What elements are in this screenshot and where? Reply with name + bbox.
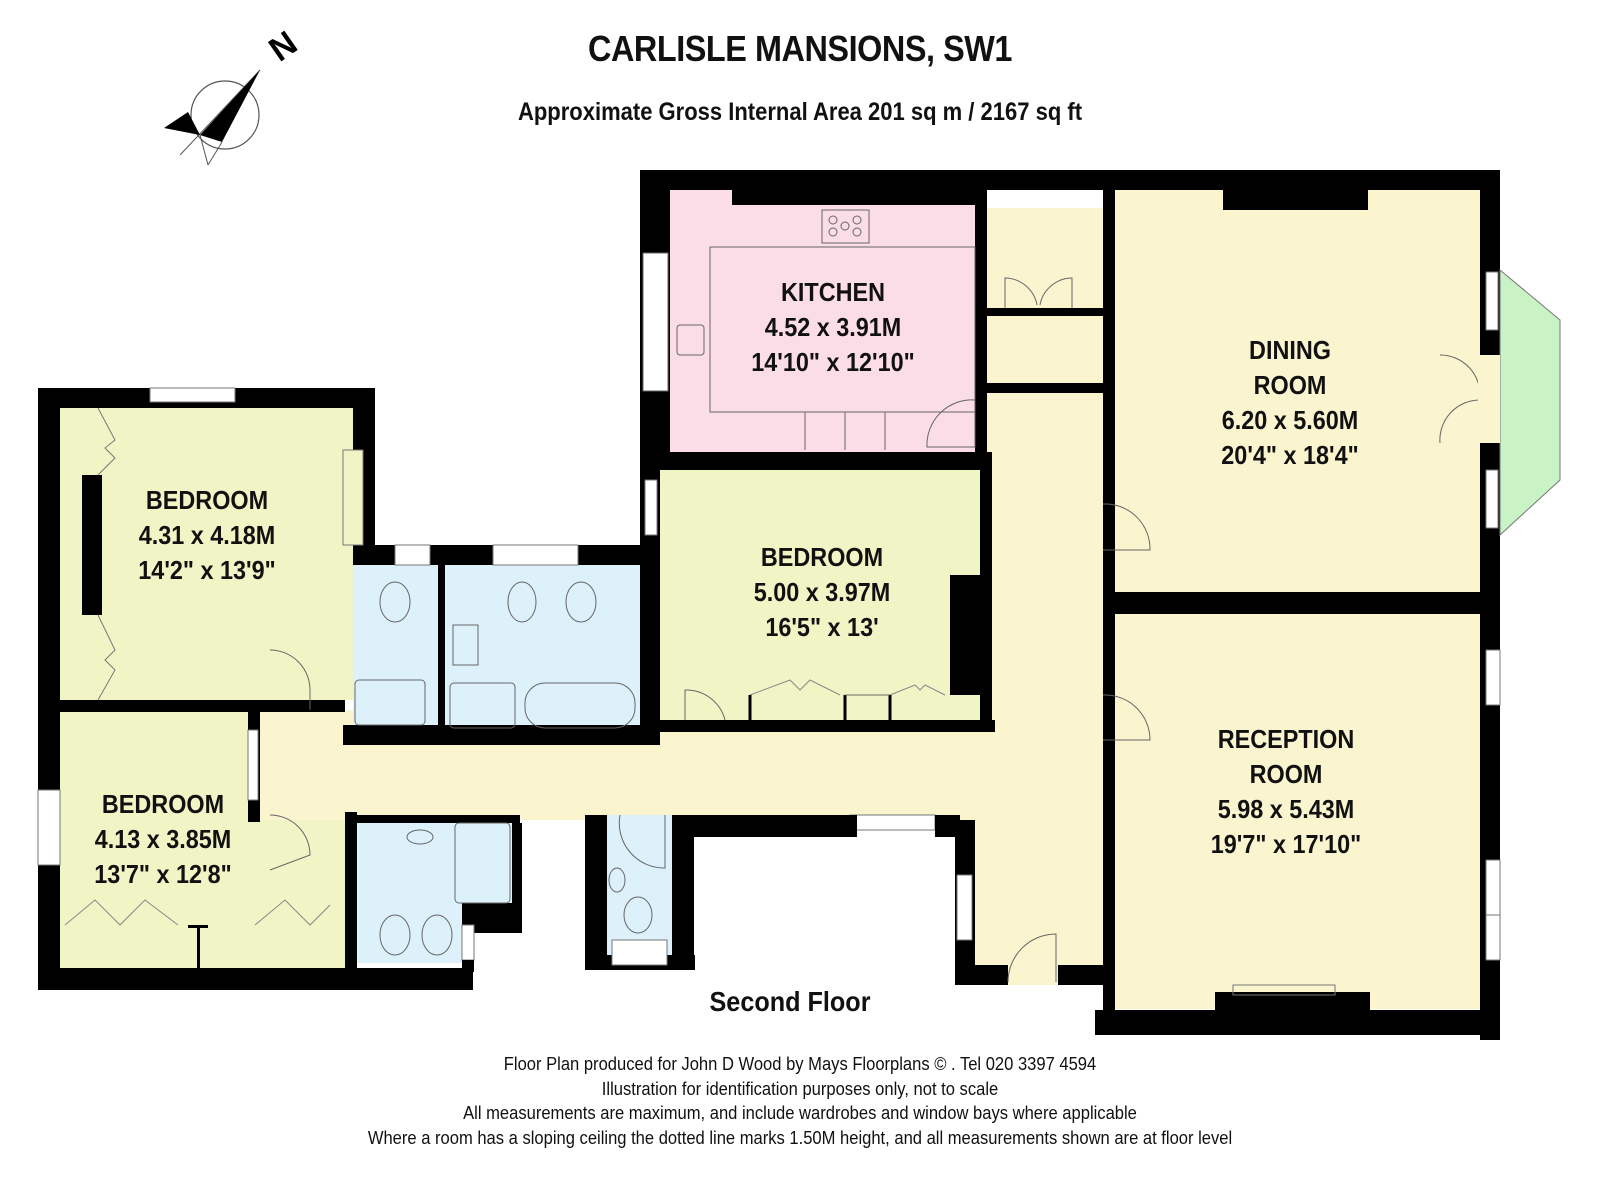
footer-scale-note: Illustration for identification purposes… (601, 1078, 999, 1099)
reception-room-label: RECEPTION ROOM 5.98 x 5.43M 19'7" x 17'1… (1210, 724, 1362, 859)
bathroom-2 (445, 565, 640, 730)
bedroom-2 (660, 470, 980, 720)
plan-title: CARLISLE MANSIONS, SW1 (588, 28, 1012, 69)
footer-ceiling-note: Where a room has a sloping ceiling the d… (367, 1127, 1233, 1148)
reception-room (1115, 614, 1480, 1009)
bedroom-3-label: BEDROOM 4.13 x 3.85M 13'7" x 12'8" (94, 789, 232, 889)
bedroom-1-label: BEDROOM 4.31 x 4.18M 14'2" x 13'9" (138, 485, 276, 585)
ensuite-bathroom-1 (353, 565, 438, 725)
footer-measurement-note: All measurements are maximum, and includ… (463, 1103, 1137, 1123)
kitchen-label: KITCHEN 4.52 x 3.91M 14'10" x 12'10" (751, 277, 915, 377)
gross-area-subtitle: Approximate Gross Internal Area 201 sq m… (517, 98, 1083, 126)
bedroom-1 (60, 408, 353, 700)
wc (607, 815, 672, 955)
dining-room (1115, 190, 1480, 592)
bedroom-2-label: BEDROOM 5.00 x 3.97M 16'5" x 13' (753, 542, 891, 642)
footer-credit: Floor Plan produced for John D Wood by M… (503, 1054, 1097, 1074)
dining-room-label: DINING ROOM 6.20 x 5.60M 20'4" x 18'4" (1221, 335, 1359, 470)
north-compass-icon: N (164, 24, 300, 166)
floor-label: Second Floor (709, 986, 871, 1017)
disclaimer-footer: Floor Plan produced for John D Wood by M… (0, 1052, 1600, 1150)
